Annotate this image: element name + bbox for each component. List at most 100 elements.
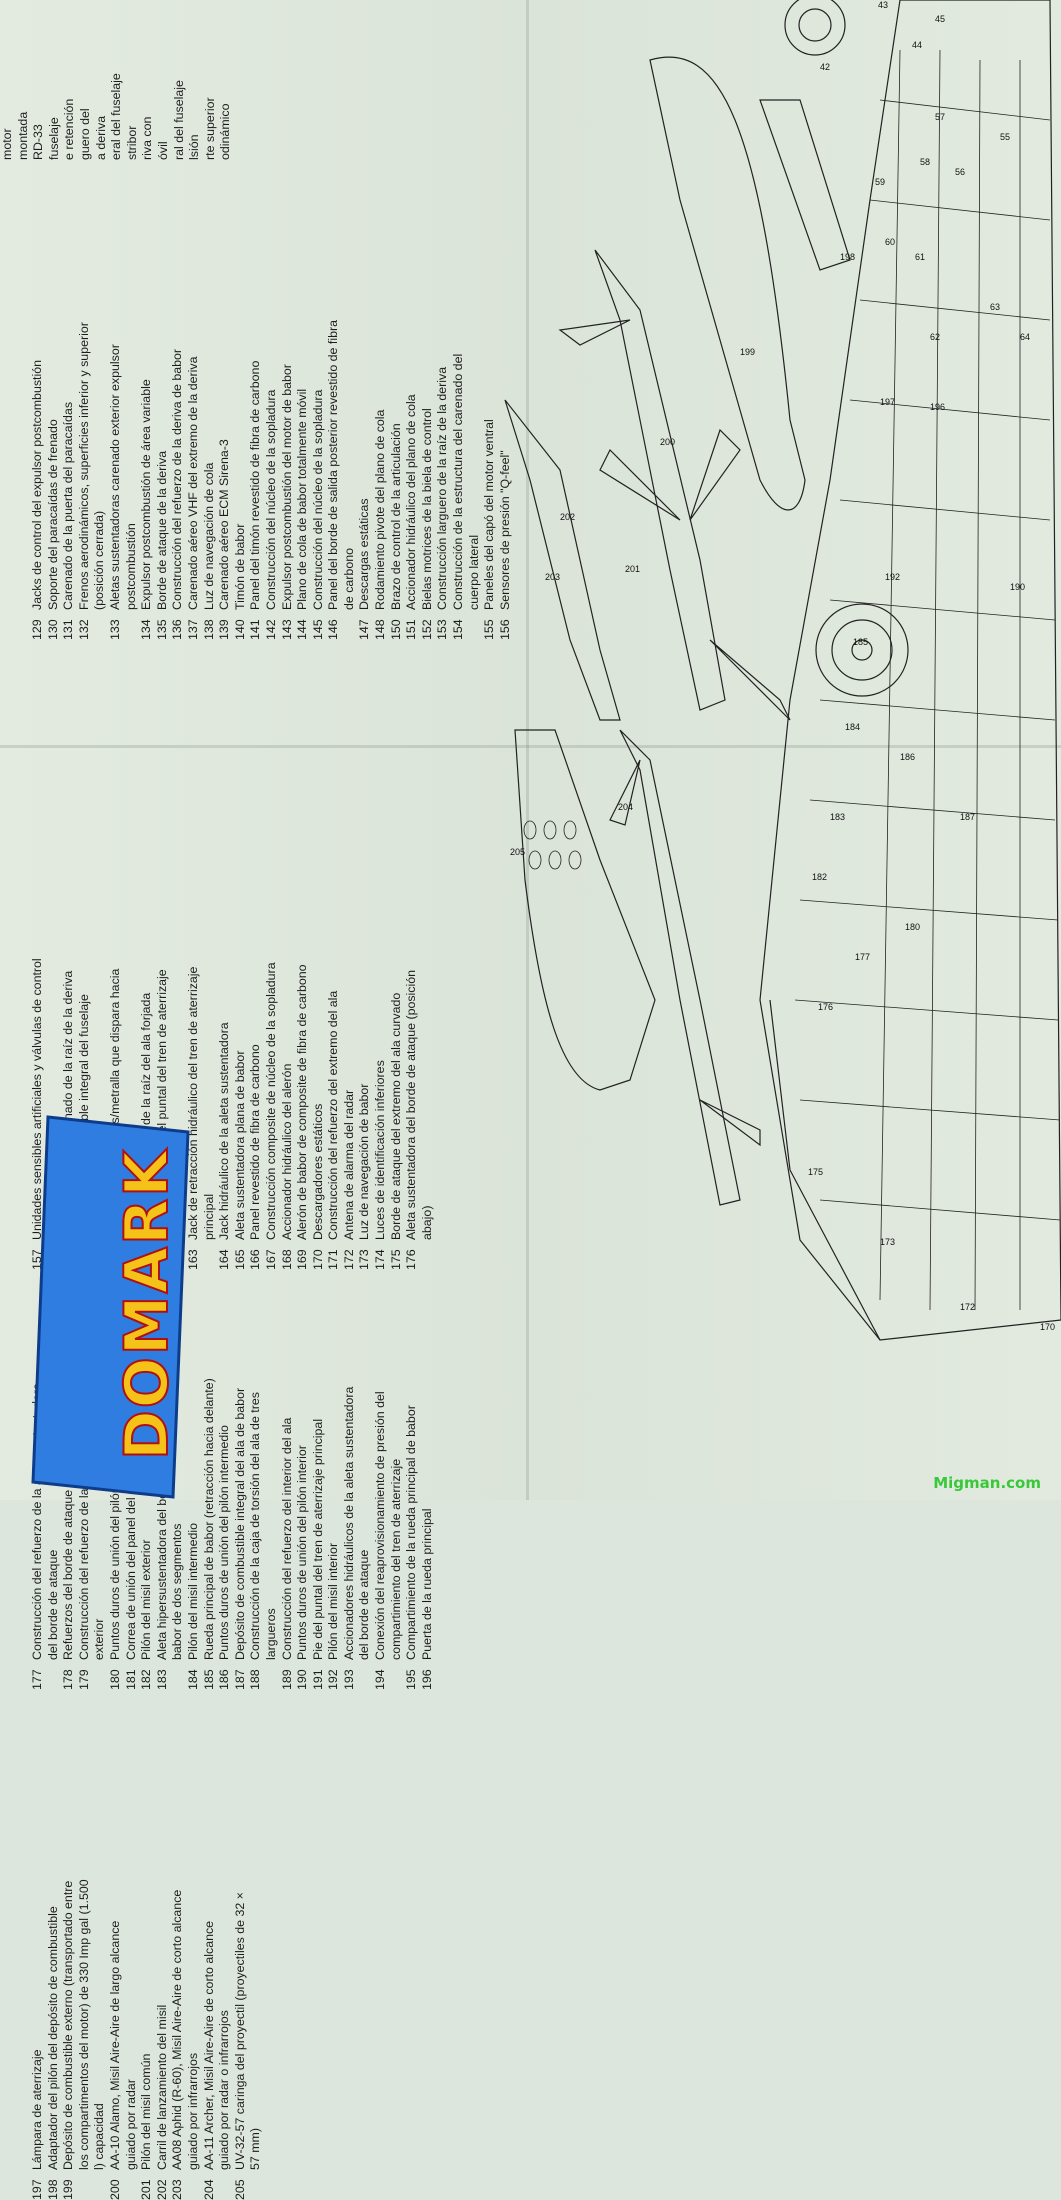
legend-item-number: 145 [310, 619, 325, 640]
legend-item-number [357, 1660, 373, 1690]
callout-203: 203 [545, 572, 560, 582]
legend-item: l) capacidad [92, 1700, 108, 2200]
wing-leading-edge [769, 999, 881, 1341]
legend-item-number: 151 [404, 619, 419, 640]
legend-item-number: 146 [326, 619, 341, 640]
callout-204: 204 [618, 802, 633, 812]
legend-item-text: Adaptador del pilón del depósito de comb… [45, 1906, 60, 2170]
legend-item: 151 Accionador hidráulico del plano de co… [404, 160, 420, 640]
legend-item-number: 194 [373, 1669, 388, 1690]
legend-item-text: Jack hidráulico de la aleta sustentadora [217, 1022, 232, 1240]
callout-192: 192 [885, 572, 900, 582]
legend-item: largueros [264, 1270, 280, 1690]
legend-item-number: 191 [310, 1669, 325, 1690]
legend-item-text: del borde de ataque [357, 1549, 372, 1660]
legend-item: abajo) [420, 800, 436, 1270]
legend-item-number: 183 [154, 1669, 169, 1690]
callout-63: 63 [990, 302, 1000, 312]
legend-item-text: Brazo de control de la articulación [388, 423, 403, 610]
legend-item-number: 201 [139, 2179, 154, 2200]
legend-item-text: Aletas sustentadoras carenado exterior e… [107, 344, 122, 610]
legend-item-number: 152 [419, 619, 434, 640]
legend-item-text: Carril de lanzamiento del misil [154, 2004, 169, 2170]
callout-57: 57 [935, 112, 945, 122]
legend-item-number [92, 610, 108, 640]
legend-item-text: AA-11 Archer, Misil Aire-Aire de corto a… [201, 1920, 216, 2170]
legend-item-text: Borde de ataque del extremo del ala curv… [388, 992, 403, 1240]
legend-item-number [467, 610, 483, 640]
legend-item-number: 129 [30, 619, 44, 640]
domark-logo [31, 1115, 190, 1499]
callout-184: 184 [845, 722, 860, 732]
legend-item-text: compartimiento del tren de aterrizaje [388, 1458, 403, 1660]
legend-item: cuerpo lateral [467, 160, 483, 640]
legend-item: del borde de ataque [357, 1270, 373, 1690]
legend-item-text: de carbono [341, 547, 356, 610]
legend-item-text: Conexión del reaprovisionamiento de pres… [373, 1391, 388, 1660]
callout-190: 190 [1010, 582, 1025, 592]
callout-182: 182 [812, 872, 827, 882]
legend-item-text: Accionador hidráulico del plano de cola [404, 394, 419, 610]
legend-item-text: Descargas estáticas [357, 498, 372, 610]
legend-item-text: AA-10 Alamo, Misil Aire-Aire de largo al… [107, 1920, 122, 2170]
legend-item-text: Carenado aéreo VHF del extremo de la der… [185, 356, 200, 610]
legend-item: de carbono [342, 160, 358, 640]
legend-item-text: Accionador hidráulico del alerón [279, 1063, 294, 1240]
legend-item-text: Luz de navegación de babor [357, 1083, 372, 1240]
legend-item-number: 184 [185, 1669, 200, 1690]
legend-item-number: 203 [170, 2179, 185, 2200]
drop-tank [649, 56, 806, 511]
legend-item-text: Luz de navegación de cola [201, 462, 216, 610]
missile-200 [594, 249, 726, 711]
fragment-line: ral del fuselaje [171, 80, 186, 160]
legend-item: 202 Carril de lanzamiento del misil [155, 1700, 171, 2200]
legend-item-number: 187 [232, 1669, 247, 1690]
legend-item-text: largueros [263, 1608, 278, 1660]
legend-item-number [217, 2170, 233, 2200]
missile-204 [619, 729, 741, 1206]
legend-item-number: 202 [154, 2179, 169, 2200]
callout-201: 201 [625, 564, 640, 574]
callout-185: 185 [853, 637, 868, 647]
legend-item-text: postcombustión [123, 523, 138, 610]
callout-55: 55 [1000, 132, 1010, 142]
legend-item: guiado por radar o infrarrojos [217, 1700, 233, 2200]
legend-item-number: 180 [107, 1669, 122, 1690]
legend-item: compartimiento del tren de aterrizaje [389, 1270, 405, 1690]
legend-item: principal [202, 800, 218, 1270]
legend-item-text: Frenos aerodinámicos, superficies inferi… [76, 322, 91, 610]
callout-59: 59 [875, 177, 885, 187]
callout-197: 197 [880, 397, 895, 407]
legend-item-number [124, 2170, 140, 2200]
missile-203 [504, 399, 621, 721]
legend-item-text: (posición cerrada) [92, 510, 107, 610]
legend-item-number: 200 [107, 2179, 122, 2200]
callout-175: 175 [808, 1167, 823, 1177]
fragment-line: e retención [62, 98, 77, 160]
legend-item-number [389, 1660, 405, 1690]
legend-item-text: Expulsor postcombustión de área variable [139, 379, 154, 610]
legend-item-number: 142 [263, 619, 278, 640]
legend-item-number [186, 2170, 202, 2200]
legend-item: 194 Conexión del reaprovisionamiento de p… [373, 1270, 389, 1690]
callout-43: 43 [878, 0, 888, 10]
